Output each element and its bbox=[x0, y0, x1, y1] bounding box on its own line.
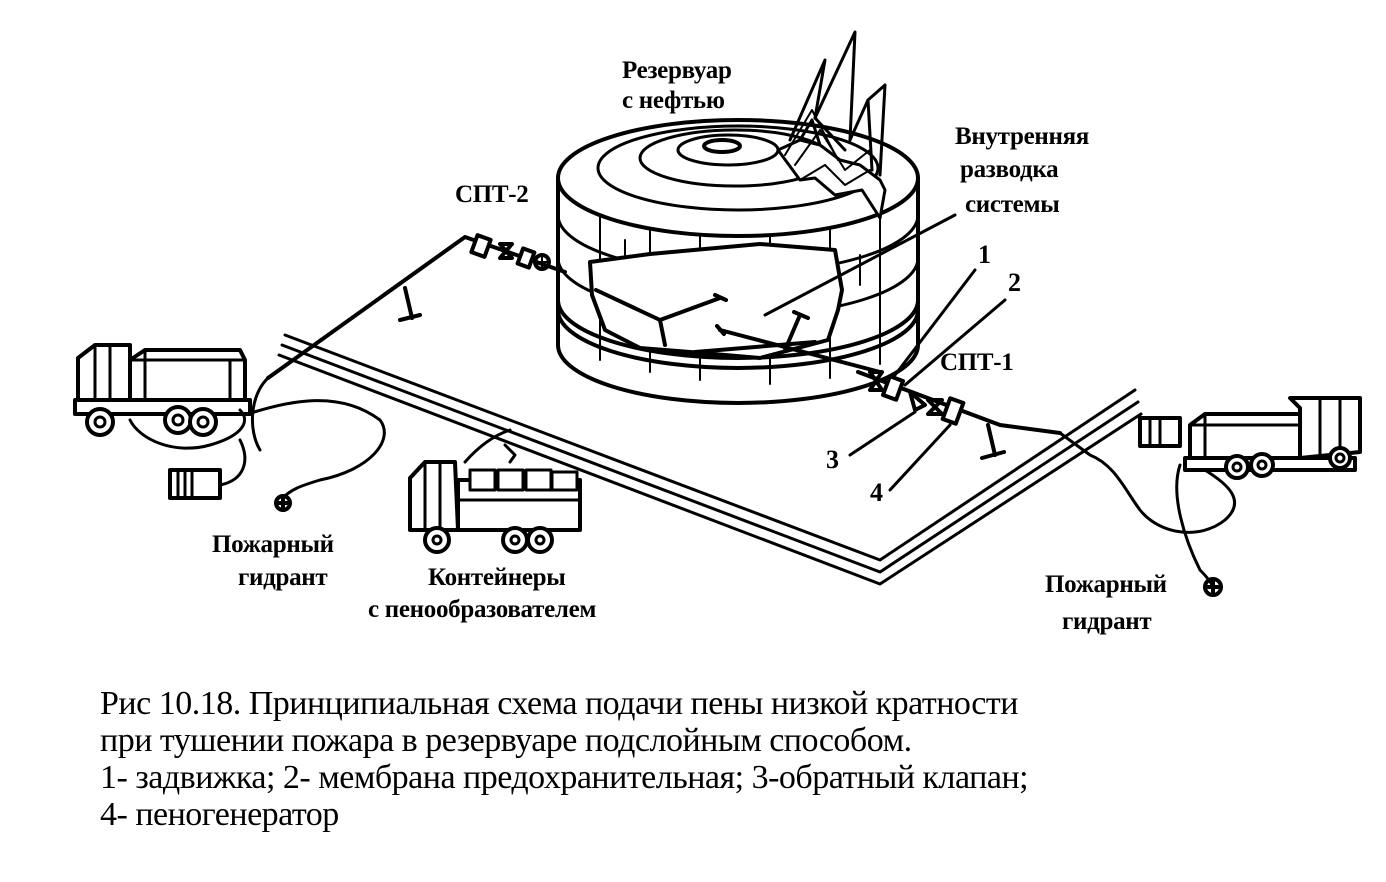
caption-line-2: при тушении пожара в резервуаре подслойн… bbox=[100, 722, 912, 759]
label-number-1: 1 bbox=[978, 240, 991, 269]
dike-embankment bbox=[277, 333, 1143, 586]
label-number-3: 3 bbox=[826, 445, 839, 474]
label-number-2: 2 bbox=[1008, 268, 1021, 297]
figure-caption: Рис 10.18. Принципиальная схема подачи п… bbox=[100, 685, 1029, 833]
label-hydrant-right-line2: гидрант bbox=[1062, 608, 1152, 635]
label-reservoir-line2: с нефтью bbox=[622, 87, 725, 114]
label-hydrant-left-line1: Пожарный bbox=[212, 531, 334, 558]
label-containers-line1: Контейнеры bbox=[428, 564, 566, 591]
caption-line-1: Рис 10.18. Принципиальная схема подачи п… bbox=[100, 685, 1018, 722]
label-internal-line1: Внутренняя bbox=[955, 123, 1090, 150]
fire-truck-left bbox=[73, 343, 386, 512]
label-hydrant-right-line1: Пожарный bbox=[1045, 571, 1167, 598]
label-internal-line3: системы bbox=[965, 191, 1060, 218]
pipeline-spt1 bbox=[848, 268, 1062, 492]
oil-tank bbox=[556, 118, 957, 405]
label-spt2: СПТ-2 bbox=[455, 181, 529, 208]
container-truck bbox=[408, 428, 582, 554]
label-internal-line2: разводка bbox=[960, 156, 1059, 183]
pipeline-spt2 bbox=[250, 233, 567, 452]
fire-truck-right bbox=[1058, 396, 1362, 597]
caption-line-3: 1- задвижка; 2- мембрана предохранительн… bbox=[100, 759, 1029, 796]
caption-line-4: 4- пеногенератор bbox=[100, 796, 339, 833]
fire-flames bbox=[776, 30, 887, 220]
label-reservoir-line1: Резервуар bbox=[622, 57, 732, 84]
label-number-4: 4 bbox=[870, 478, 883, 507]
label-hydrant-left-line2: гидрант bbox=[238, 564, 328, 591]
label-containers-line2: с пенообразователем bbox=[368, 596, 597, 623]
label-spt1: СПТ-1 bbox=[940, 349, 1014, 376]
